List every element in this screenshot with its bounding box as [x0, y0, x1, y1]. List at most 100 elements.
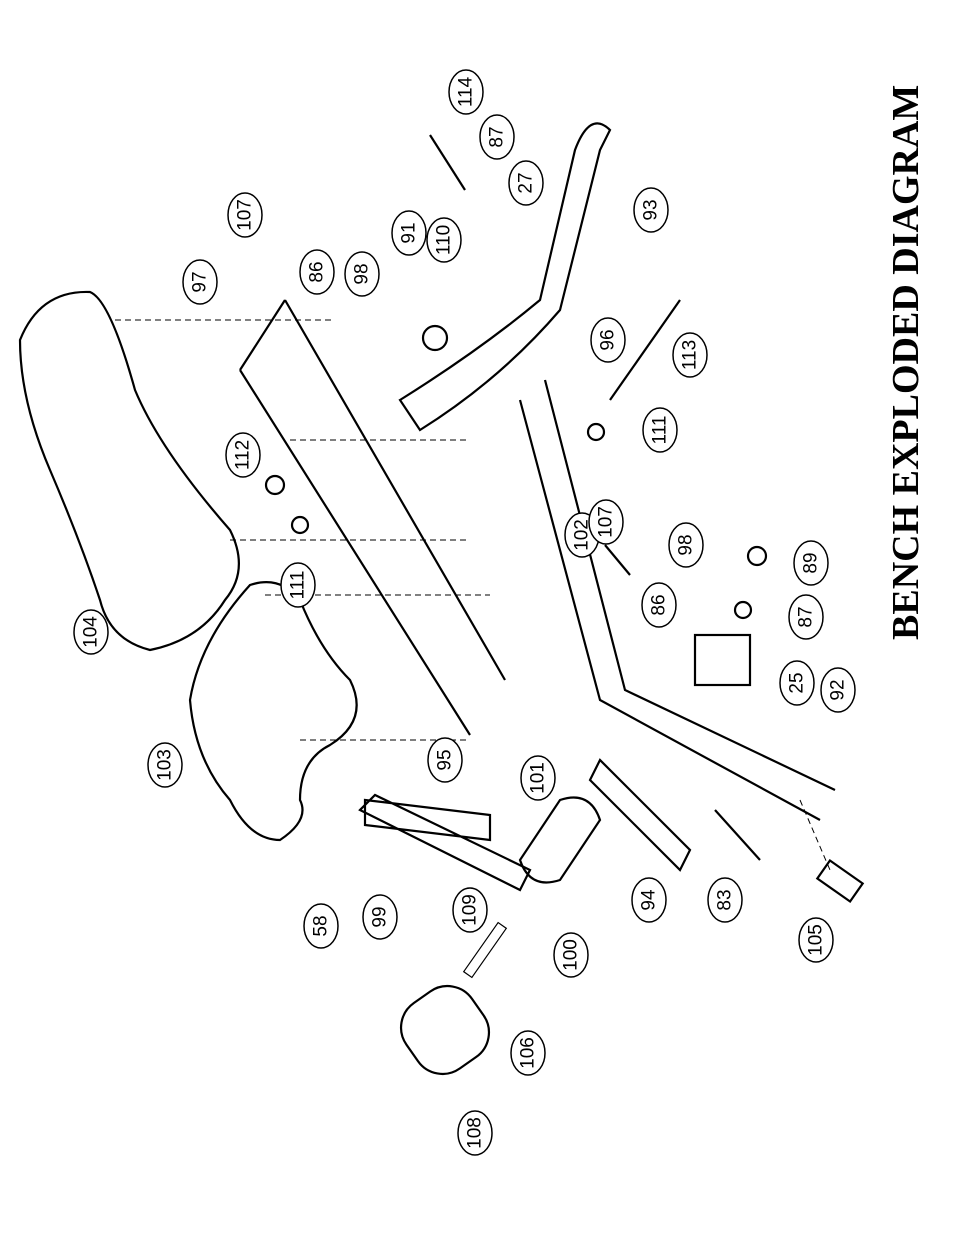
part-label-106: 106 [510, 1030, 546, 1076]
label-text: 114 [456, 76, 477, 107]
label-circle [520, 755, 556, 801]
diagram-title: BENCH EXPLODED DIAGRAM [885, 85, 927, 640]
roller-106 [399, 984, 491, 1076]
part-label-112: 112 [225, 432, 261, 478]
label-circle [510, 1030, 546, 1076]
label-circle [553, 932, 589, 978]
label-circle [448, 69, 484, 115]
part-label-98: 98 [344, 251, 380, 297]
label-circle [672, 332, 708, 378]
label-text: 99 [370, 906, 391, 927]
part-drawings [18, 122, 865, 1076]
part-label-104: 104 [73, 609, 109, 655]
label-circle [452, 887, 488, 933]
part-label-27: 27 [508, 160, 544, 206]
label-text: 107 [596, 506, 617, 538]
part-label-91: 91 [391, 210, 427, 256]
label-text: 102 [572, 519, 593, 551]
label-text: 27 [516, 172, 537, 193]
label-circle [73, 609, 109, 655]
label-circle [707, 877, 743, 923]
part-label-109: 109 [452, 887, 488, 933]
label-circle [590, 317, 626, 363]
part-label-111: 111 [280, 562, 316, 608]
leg-93 [398, 122, 612, 432]
leg-99 [358, 793, 532, 892]
label-text: 103 [155, 749, 176, 781]
label-text: 106 [518, 1037, 539, 1069]
part-label-58: 58 [303, 903, 339, 949]
label-text: 86 [307, 261, 328, 282]
part-label-98: 98 [668, 522, 704, 568]
label-text: 113 [680, 340, 701, 370]
label-text: 108 [465, 1117, 486, 1149]
part-label-87: 87 [788, 594, 824, 640]
part-label-87: 87 [479, 114, 515, 160]
label-text: 86 [649, 594, 670, 615]
part-label-110: 110 [426, 217, 462, 263]
label-circle [633, 187, 669, 233]
label-text: 94 [639, 889, 660, 911]
tube-105 [815, 858, 865, 904]
label-text: 109 [460, 894, 481, 926]
part-label-89: 89 [793, 540, 829, 586]
label-circle [793, 540, 829, 586]
label-circle [391, 210, 427, 256]
label-circle [147, 742, 183, 788]
part-label-107: 107 [588, 499, 624, 545]
label-circle [479, 114, 515, 160]
label-circle [344, 251, 380, 297]
label-text: 112 [233, 440, 254, 470]
label-text: 58 [311, 915, 332, 936]
label-circle [427, 737, 463, 783]
part-label-97: 97 [182, 259, 218, 305]
nut-89 [746, 545, 768, 567]
part-label-108: 108 [457, 1110, 493, 1156]
part-label-95: 95 [427, 737, 463, 783]
label-text: 110 [434, 225, 455, 255]
label-text: 100 [561, 939, 582, 971]
part-label-86: 86 [641, 582, 677, 628]
label-text: 111 [650, 416, 671, 445]
label-text: 104 [81, 616, 102, 648]
label-circle [182, 259, 218, 305]
label-circle [225, 432, 261, 478]
label-text: 101 [528, 762, 549, 794]
washer-87 [733, 600, 753, 620]
part-label-92: 92 [820, 667, 856, 713]
label-circle [362, 894, 398, 940]
part-label-101: 101 [520, 755, 556, 801]
part-label-93: 93 [633, 187, 669, 233]
label-circle [280, 562, 316, 608]
part-label-103: 103 [147, 742, 183, 788]
part-label-107: 107 [227, 192, 263, 238]
part-label-83: 83 [707, 877, 743, 923]
part-label-113: 113 [672, 332, 708, 378]
label-text: 83 [715, 889, 736, 910]
wheel-91 [421, 324, 449, 352]
nut-112 [264, 474, 286, 496]
label-circle [820, 667, 856, 713]
label-circle [303, 903, 339, 949]
part-label-114: 114 [448, 69, 484, 115]
bolt-114 [429, 134, 466, 191]
label-text: 96 [598, 329, 619, 350]
label-text: 111 [288, 571, 309, 600]
washer-111 [586, 422, 606, 442]
label-text: 91 [399, 222, 420, 243]
label-text: 107 [235, 199, 256, 231]
label-circle [227, 192, 263, 238]
part-label-99: 99 [362, 894, 398, 940]
part-label-94: 94 [631, 877, 667, 923]
label-circle [798, 917, 834, 963]
seat-pad [188, 581, 358, 842]
label-circle [668, 522, 704, 568]
dashed-guides [115, 319, 831, 871]
label-text: 98 [676, 534, 697, 555]
part-label-86: 86 [299, 249, 335, 295]
label-circle [788, 594, 824, 640]
bracket-25 [693, 633, 752, 687]
label-text: 105 [806, 924, 827, 956]
